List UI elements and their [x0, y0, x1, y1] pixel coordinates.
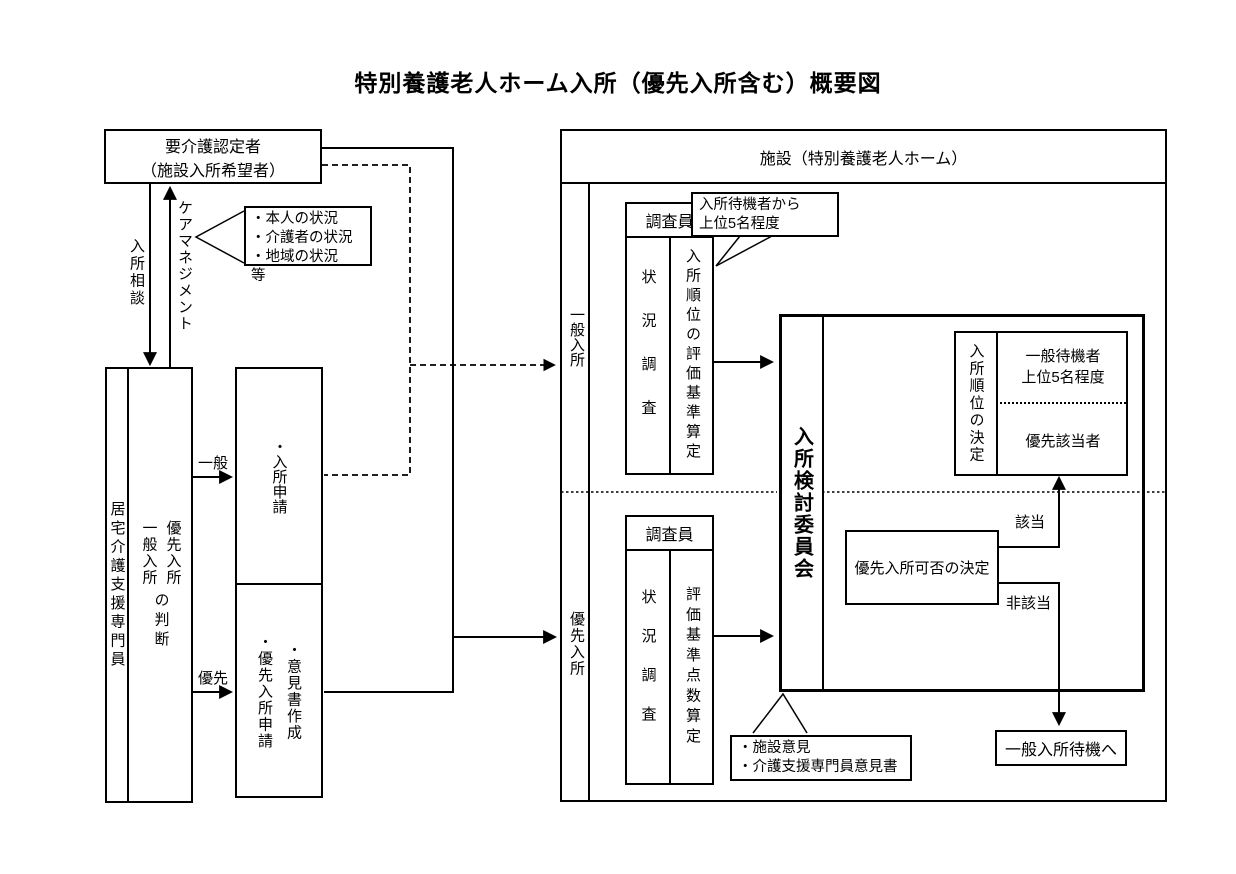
lane-divider	[588, 184, 590, 800]
surveyor-general-header-text: 調査員	[645, 214, 694, 231]
surveyor-general-left-text: 状況調査	[639, 268, 657, 443]
surveyor-priority-right-text: 評価基準点数算定	[684, 586, 701, 748]
priority-route-label: 優先	[197, 670, 230, 688]
care-manager-side-strip: 居宅介護支援専門員	[107, 369, 129, 801]
applicant-line1: 要介護認定者	[164, 138, 261, 156]
care-management-label: ケアマネジメント	[176, 200, 193, 332]
opinion-callout-line1: ・施設意見	[738, 740, 811, 756]
lane-label-general: 一般入所	[568, 307, 585, 367]
applicant-box: 要介護認定者 （施設入所希望者）	[104, 129, 322, 184]
priority-decision-text: 優先入所可否の決定	[854, 560, 990, 577]
surveyor-box-priority: 調査員 状況調査 評価基準点数算定	[625, 515, 714, 785]
ranking-top-cell: 一般待機者 上位5名程度	[1000, 333, 1126, 404]
notes-callout-tail	[194, 210, 245, 264]
facility-box: 施設（特別養護老人ホーム） 一般入所 優先入所 調査員 状況調査 入所順位の評価…	[560, 129, 1167, 802]
general-waiting-box: 一般入所待機へ	[995, 730, 1127, 766]
ranking-bottom-cell: 優先該当者	[1000, 406, 1126, 474]
ranking-box: 入所順位の決定 一般待機者 上位5名程度 優先該当者	[954, 331, 1128, 476]
waitlist-callout: 入所待機者から 上位5名程度	[691, 192, 839, 237]
general-waiting-text: 一般入所待機へ	[1004, 742, 1117, 759]
surveyor-priority-left-col: 状況調査	[627, 551, 671, 783]
waitlist-callout-line1: 入所待機者から	[699, 197, 801, 213]
committee-label-strip: 入所検討委員会	[782, 317, 824, 689]
surveyor-priority-right-col: 評価基準点数算定	[673, 551, 712, 783]
facility-title: 施設（特別養護老人ホーム）	[759, 150, 968, 168]
general-route-label: 一般	[197, 455, 230, 473]
care-manager-box: 居宅介護支援専門員 一般入所 優先入所 の判断	[105, 367, 193, 803]
applicable-label: 該当	[1014, 514, 1047, 532]
not-applicable-label: 非該当	[1005, 595, 1053, 613]
note-item: ・本人の状況	[251, 211, 338, 227]
judgement-col-priority: 優先入所	[164, 519, 182, 586]
page-title: 特別養護老人ホーム入所（優先入所含む）概要図	[354, 70, 882, 96]
opinion-callout: ・施設意見 ・介護支援専門員意見書	[730, 735, 912, 781]
ranking-bottom-text: 優先該当者	[1025, 432, 1101, 450]
judgement-suffix: の判断	[152, 591, 170, 651]
opinion-callout-line2: ・介護支援専門員意見書	[738, 758, 898, 775]
ranking-top-line1: 一般待機者	[1025, 348, 1101, 366]
judgement-area: 一般入所 優先入所 の判断	[131, 369, 191, 801]
application-general-text: ・入所申請	[270, 438, 288, 514]
waitlist-callout-line2: 上位5名程度	[699, 215, 780, 232]
ranking-top-line2: 上位5名程度	[1021, 368, 1105, 386]
committee-label: 入所検討委員会	[790, 426, 813, 580]
committee-box: 入所検討委員会 入所順位の決定 一般待機者 上位5名程度 優先該当者 優先入所可…	[779, 314, 1145, 692]
surveyor-priority-left-text: 状況調査	[639, 589, 657, 745]
opinion-text: ・意見書作成	[285, 642, 302, 741]
facility-header: 施設（特別養護老人ホーム）	[562, 131, 1165, 184]
note-item: ・介護者の状況	[251, 229, 353, 246]
judgement-col-general: 一般入所	[140, 519, 158, 586]
lane-label-priority: 優先入所	[568, 611, 585, 677]
application-box: ・入所申請 ・優先入所申請 ・意見書作成	[235, 367, 323, 798]
application-priority-section: ・優先入所申請 ・意見書作成	[237, 585, 321, 798]
application-general-section: ・入所申請	[237, 369, 321, 585]
ranking-side-col: 入所順位の決定	[956, 333, 998, 474]
surveyor-general-right-col: 入所順位の評価基準算定	[673, 238, 712, 473]
care-manager-label: 居宅介護支援専門員	[108, 500, 126, 670]
situation-notes-box: ・本人の状況 ・介護者の状況 ・地域の状況 等	[244, 206, 372, 284]
consult-label: 入所相談	[128, 238, 145, 307]
surveyor-priority-header-text: 調査員	[645, 527, 694, 544]
priority-apply-text: ・優先入所申請	[256, 633, 273, 750]
surveyor-box-general: 調査員 状況調査 入所順位の評価基準算定	[625, 202, 714, 475]
ranking-side-text: 入所順位の決定	[967, 343, 985, 464]
surveyor-priority-header: 調査員	[627, 517, 712, 551]
note-item: ・地域の状況 等	[251, 248, 353, 284]
surveyor-general-header: 調査員	[627, 204, 712, 238]
priority-decision-box: 優先入所可否の決定	[845, 530, 999, 605]
applicant-line2: （施設入所希望者）	[140, 162, 285, 180]
surveyor-general-right-text: 入所順位の評価基準算定	[684, 248, 701, 463]
surveyor-general-left-col: 状況調査	[627, 238, 671, 473]
